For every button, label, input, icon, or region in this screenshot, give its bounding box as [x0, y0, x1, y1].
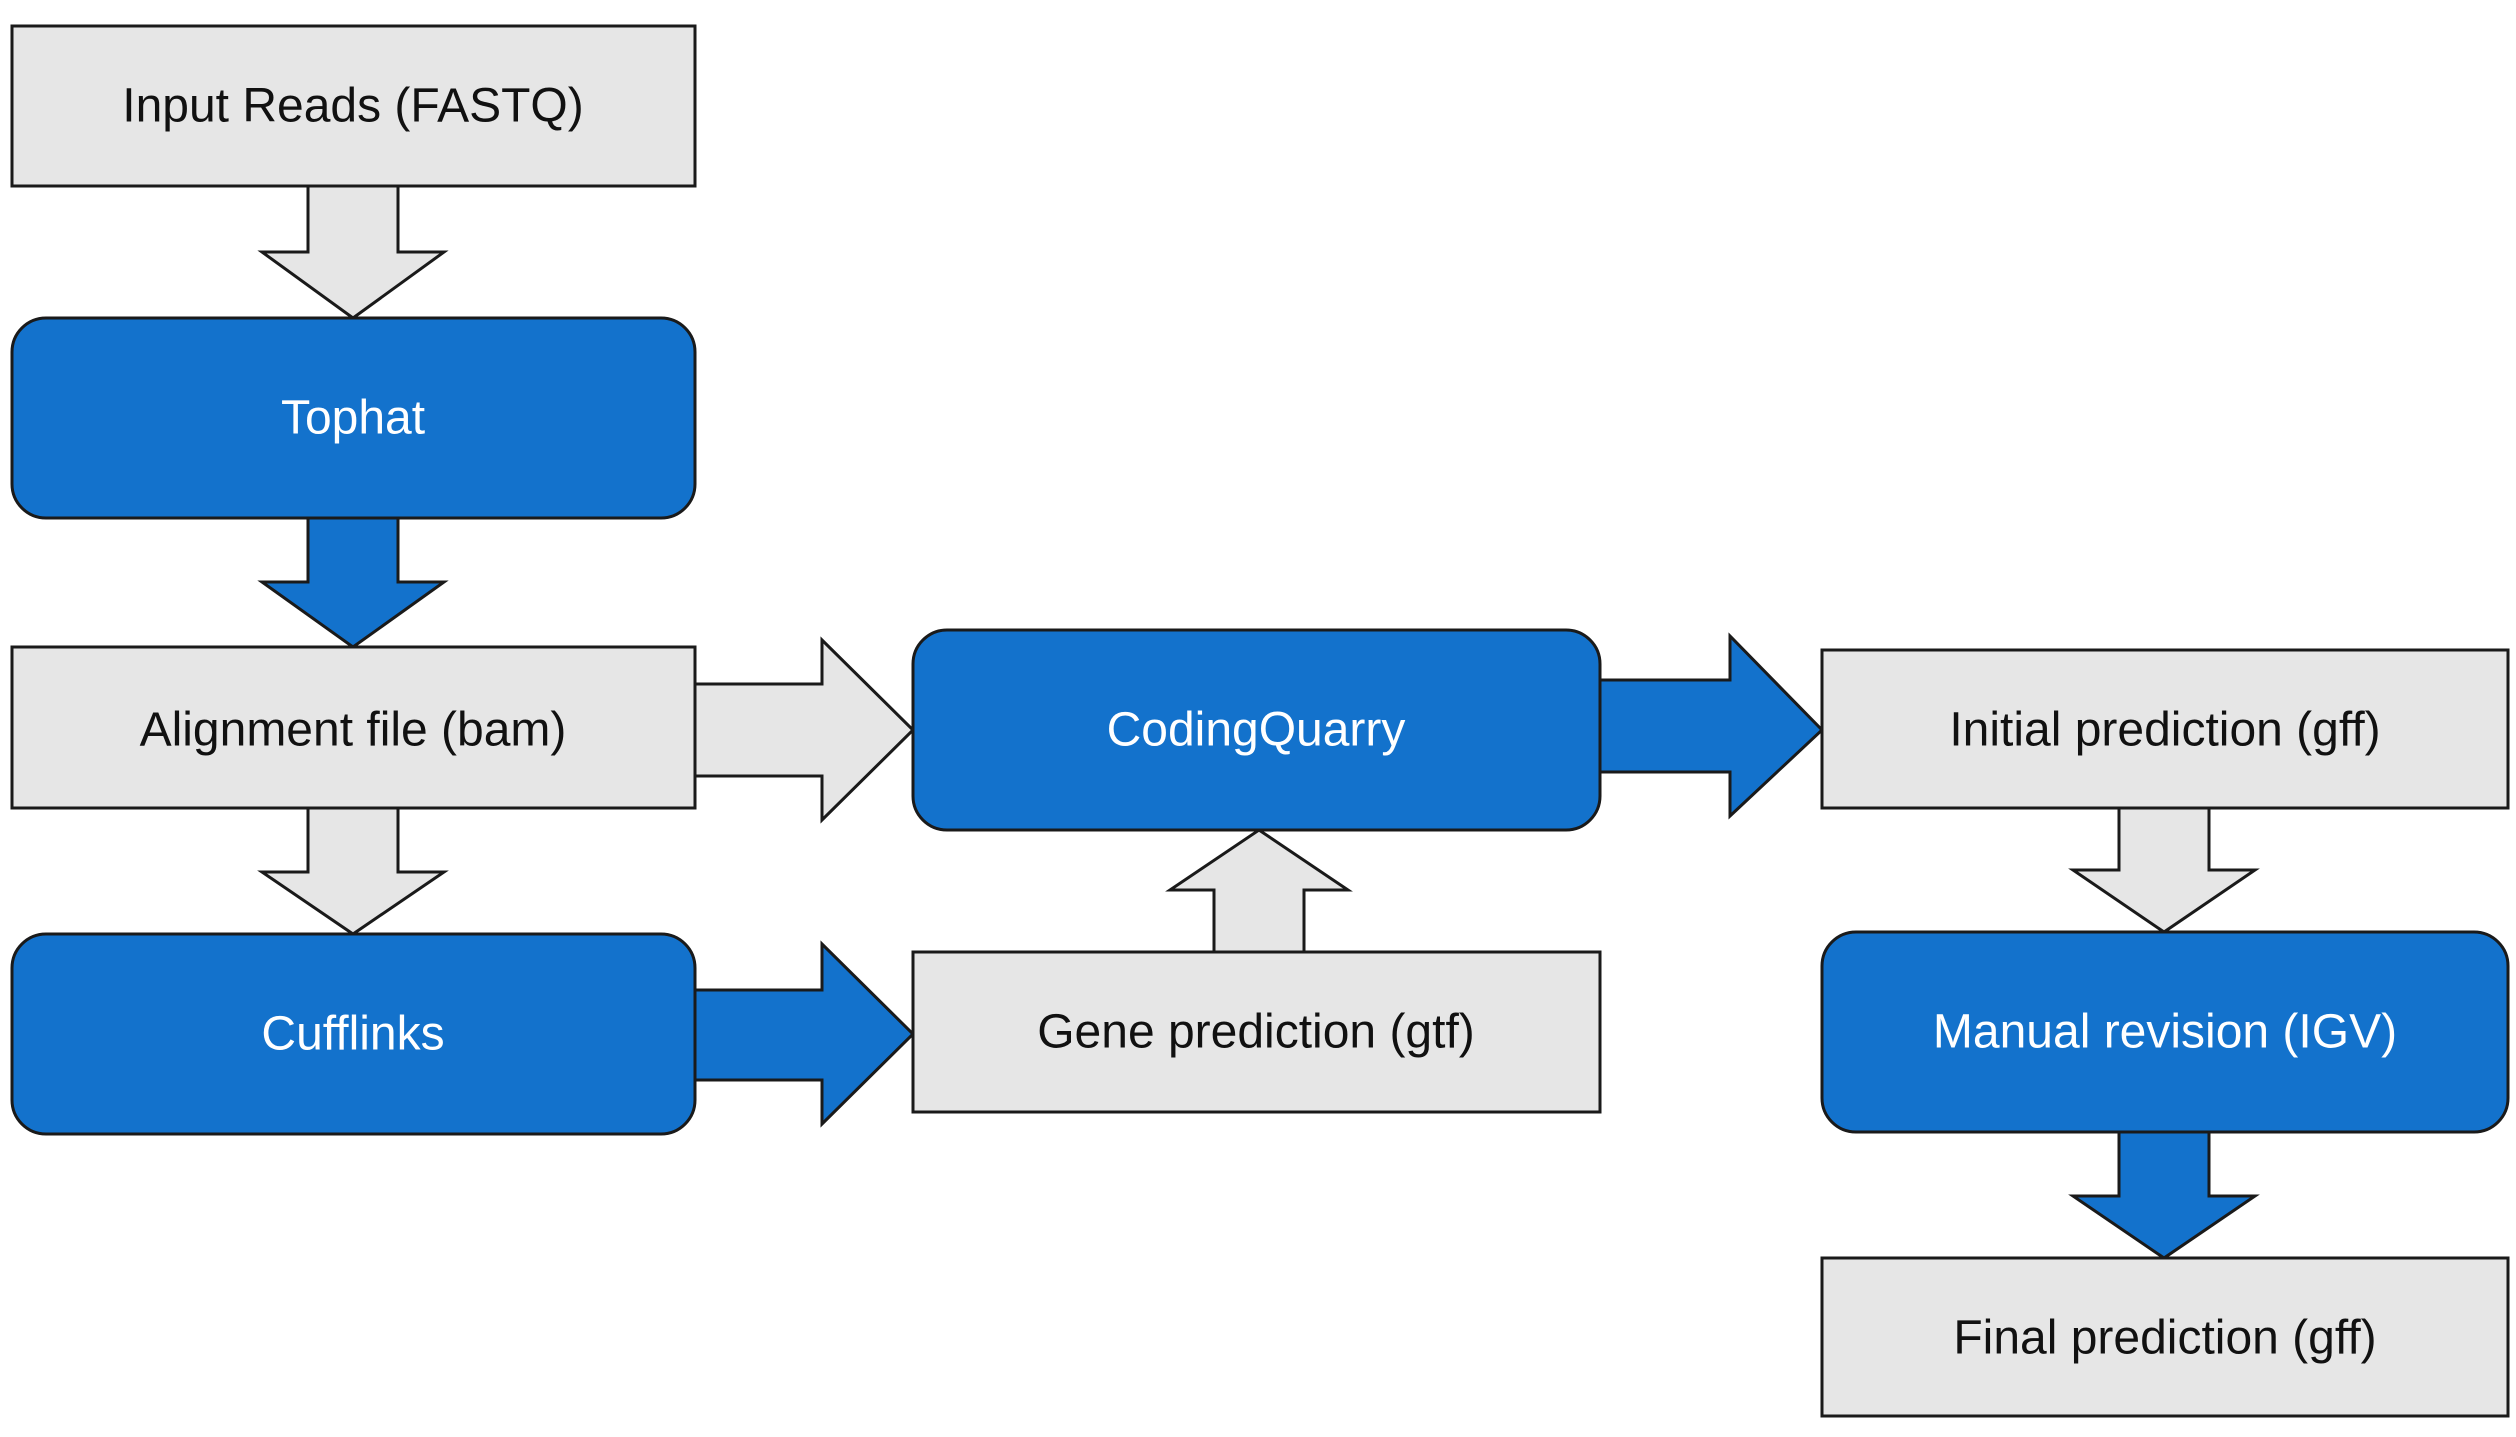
node-alignment-file-label: Alignment file (bam) [140, 704, 567, 757]
arrow-gene-prediction-to-codingquarry [1165, 828, 1353, 954]
node-input-reads-label: Input Reads (FASTQ) [122, 80, 584, 133]
node-final-prediction: Final prediction (gff) [1820, 1256, 2510, 1418]
node-final-prediction-label: Final prediction (gff) [1953, 1312, 2376, 1365]
node-cufflinks-label: Cufflinks [261, 1008, 444, 1061]
node-gene-prediction: Gene prediction (gtf) [911, 950, 1602, 1114]
node-manual-revision: Manual revision (IGV) [1820, 930, 2510, 1134]
node-initial-prediction-label: Initial prediction (gff) [1949, 704, 2380, 757]
node-manual-revision-label: Manual revision (IGV) [1933, 1006, 2397, 1059]
node-cufflinks: Cufflinks [10, 932, 697, 1136]
node-alignment-file: Alignment file (bam) [10, 645, 697, 810]
arrow-cufflinks-to-gene-prediction [693, 940, 916, 1128]
arrow-tophat-to-alignment [257, 516, 449, 649]
node-tophat: Tophat [10, 316, 697, 520]
node-codingquarry: CodingQuarry [911, 628, 1602, 832]
node-gene-prediction-label: Gene prediction (gtf) [1037, 1006, 1475, 1059]
arrow-alignment-to-cufflinks [257, 806, 449, 936]
arrow-input-to-tophat [257, 184, 449, 320]
arrow-codingquarry-to-initial-prediction [1598, 632, 1825, 820]
node-codingquarry-label: CodingQuarry [1107, 704, 1406, 757]
node-initial-prediction: Initial prediction (gff) [1820, 648, 2510, 810]
arrow-alignment-to-codingquarry [693, 636, 916, 824]
arrow-initial-to-manual-revision [2068, 806, 2260, 934]
arrow-manual-revision-to-final [2068, 1130, 2260, 1260]
node-input-reads: Input Reads (FASTQ) [10, 24, 697, 188]
node-tophat-label: Tophat [281, 392, 425, 445]
